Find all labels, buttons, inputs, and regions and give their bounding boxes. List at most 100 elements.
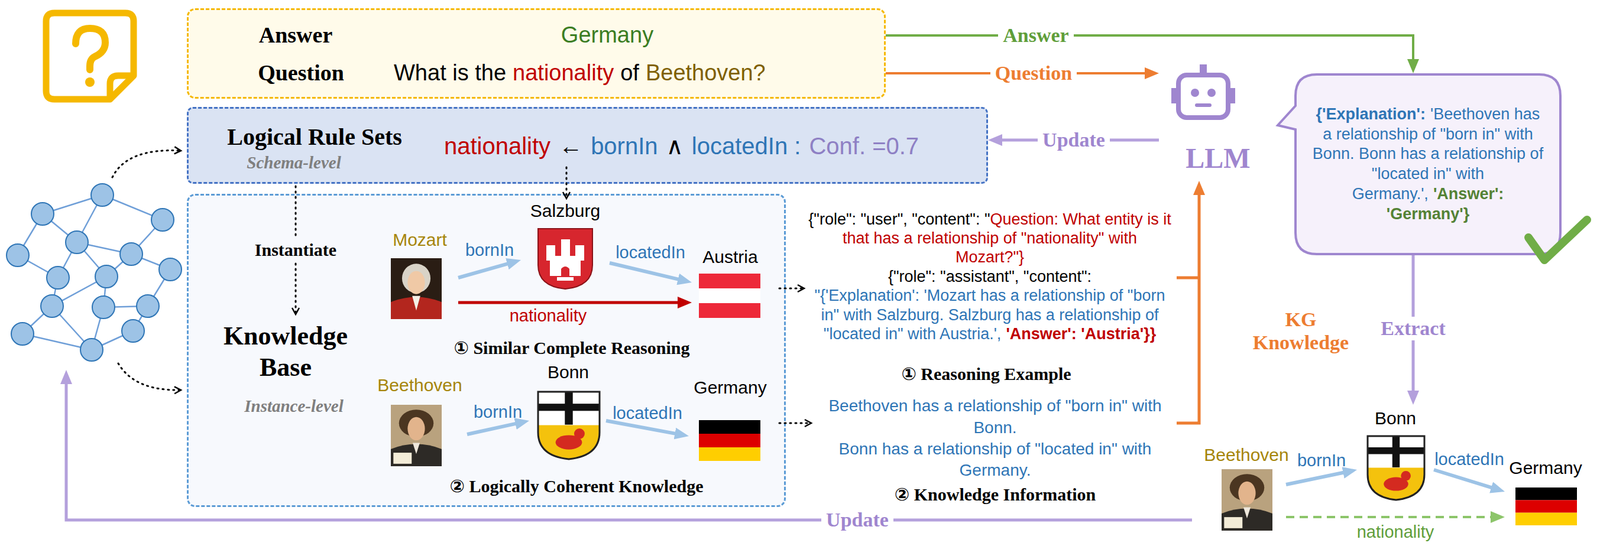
connector — [1286, 516, 1496, 519]
lion — [1400, 471, 1411, 482]
entity-node: Germany — [688, 375, 772, 465]
rule-term: bornIn — [590, 132, 658, 160]
answer-text: Germany — [561, 22, 654, 49]
text-holder: Germany — [561, 22, 654, 49]
entity-node: Mozart — [381, 227, 459, 323]
question-answer-box: AnswerQuestionGermanyWhat is thenational… — [186, 8, 886, 99]
entity-name: Germany — [1508, 458, 1582, 479]
knowledge-graph — [6, 183, 182, 362]
check-mark — [1528, 219, 1587, 261]
knowledge-text: Beethoven has a relationship of "born in… — [817, 395, 1173, 439]
dotted-arrow — [779, 422, 812, 425]
connector — [885, 35, 1414, 64]
question-text: Beethoven? — [645, 60, 766, 87]
rule-term: nationality — [444, 132, 551, 160]
page-fold — [109, 75, 134, 100]
robot-mouth — [1194, 103, 1212, 108]
text-holder: Answer — [998, 23, 1074, 47]
graph-node — [136, 295, 160, 318]
bubble-shape — [1277, 74, 1561, 255]
kg-knowledge-arrow — [1176, 276, 1200, 280]
box-title: Knowledge Base — [211, 321, 360, 384]
graph-node — [92, 296, 115, 319]
kg-knowledge-arrow — [1176, 190, 1200, 424]
question-mark — [75, 28, 106, 70]
dotted-arrow — [295, 263, 297, 315]
text-holder: Beethoven — [377, 375, 462, 397]
text-holder: nationality — [509, 306, 588, 326]
shield-outline — [538, 392, 600, 460]
connector — [458, 301, 683, 305]
lower-field — [1367, 468, 1425, 501]
portrait-background — [390, 405, 442, 467]
coat-of-arms — [1367, 436, 1425, 501]
text-holder: Instantiate — [254, 240, 337, 261]
text-holder: locatedIn — [612, 403, 683, 424]
text-holder: bornIn — [465, 240, 514, 261]
dotted-arrow — [112, 150, 181, 178]
cross — [538, 403, 600, 411]
update-arrow — [66, 379, 1193, 521]
question-mark-dot — [85, 77, 95, 87]
connector — [467, 422, 520, 435]
edge-label: Question — [990, 61, 1077, 85]
robot-eye — [1207, 88, 1216, 97]
castle-tower — [561, 239, 570, 258]
dotted-arrow — [565, 167, 568, 199]
arrow-label: Update — [821, 508, 894, 532]
rule-symbol: ← — [558, 132, 583, 160]
robot-antenna — [1199, 64, 1207, 74]
bonn-picture — [1365, 433, 1427, 502]
speech-bubble: {'Explanation':'Beethoven has a relation… — [1294, 73, 1562, 256]
bonn-picture — [535, 389, 602, 462]
robot-ear — [1171, 88, 1177, 104]
castle-gate — [561, 266, 570, 277]
edge-label: nationality — [509, 306, 588, 326]
graph-node — [65, 231, 89, 254]
text-holder: Germany — [1508, 458, 1582, 479]
flag-stripe — [1515, 487, 1577, 501]
graph-node — [121, 319, 145, 343]
face — [407, 417, 425, 442]
text-holder: Germany — [693, 377, 767, 399]
cross — [1367, 447, 1425, 455]
graph-node — [151, 208, 174, 232]
edge-label: Update — [1037, 128, 1110, 152]
text-holder: Question — [990, 61, 1077, 85]
entity-name: Salzburg — [530, 201, 601, 222]
box-title: Logical Rule Sets — [227, 123, 403, 151]
text-holder: Instance-level — [244, 396, 344, 417]
graph-node — [91, 183, 114, 207]
text-holder: ① Reasoning Example — [901, 364, 1071, 385]
portrait-background — [390, 258, 442, 320]
beethoven-picture — [1221, 469, 1273, 531]
castle-base — [556, 277, 574, 281]
entity-name: Mozart — [392, 230, 448, 251]
graph-node — [159, 258, 182, 281]
entity-name: Bonn — [1374, 408, 1417, 430]
entity-node: Beethoven — [372, 373, 468, 471]
graph-node — [46, 266, 70, 290]
castle-tower — [546, 245, 556, 261]
box-subtitle: Instance-level — [244, 396, 344, 417]
edge-label: locatedIn — [1434, 449, 1505, 470]
text-holder: bornIn — [473, 402, 523, 423]
dotted-arrow — [118, 363, 181, 391]
flag-stripe — [698, 288, 761, 304]
text-holder: ② Logically Coherent Knowledge — [449, 476, 704, 498]
lion — [574, 428, 585, 440]
robot-eye — [1190, 88, 1200, 97]
example-text: {"role": "assistant", "content": — [808, 267, 1172, 287]
connector — [458, 262, 513, 278]
text-holder: Beethoven — [1203, 445, 1289, 466]
example-text: 'Answer': 'Austria'}} — [1005, 325, 1156, 343]
flag-stripe — [1515, 513, 1577, 526]
question-document-icon — [46, 13, 134, 100]
entity-name: Bonn — [547, 362, 589, 384]
entity-name: Beethoven — [377, 375, 462, 397]
text-holder: ② Knowledge Information — [894, 484, 1096, 506]
